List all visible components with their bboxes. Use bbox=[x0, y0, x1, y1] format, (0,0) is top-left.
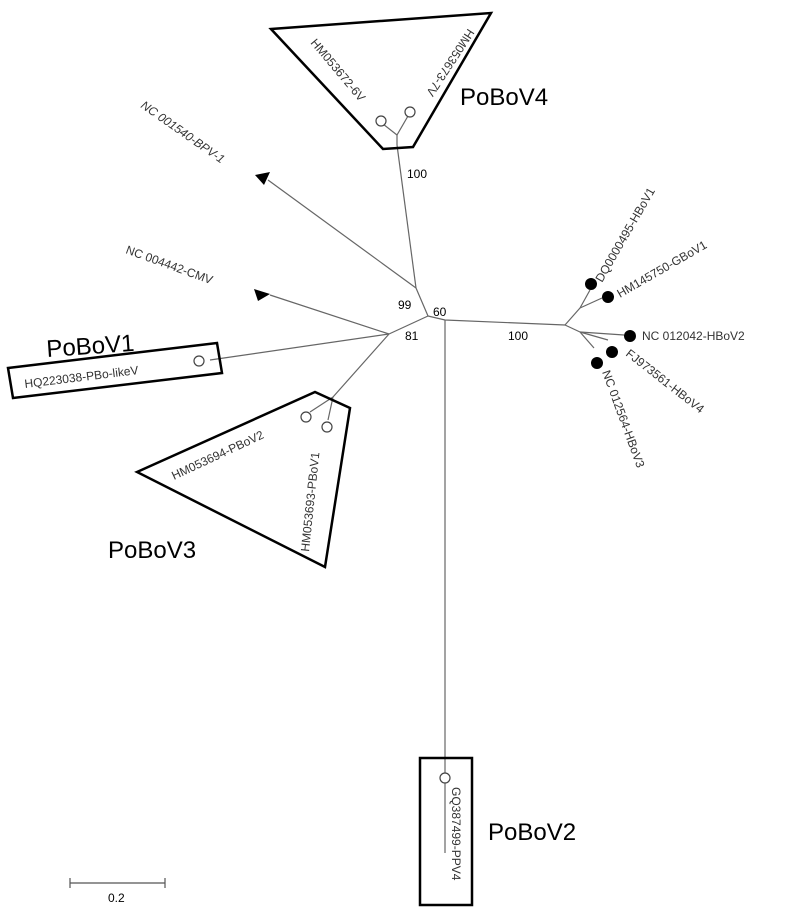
branch-pobov1 bbox=[209, 333, 390, 361]
filled-circle-icon bbox=[585, 278, 597, 290]
branch-hm053673 bbox=[396, 115, 409, 136]
branch-hbov-upper bbox=[564, 307, 581, 326]
branch-pobov4 bbox=[396, 144, 417, 289]
branch-nc012042 bbox=[579, 331, 625, 336]
filled-triangle-icon bbox=[254, 289, 270, 301]
scale-bar-label: 0.2 bbox=[108, 891, 125, 905]
branch-dq0000495 bbox=[579, 289, 591, 309]
bootstrap-pobov4: 100 bbox=[407, 167, 427, 181]
branches bbox=[209, 115, 625, 853]
filled-circle-icon bbox=[606, 346, 618, 358]
open-circle-icon bbox=[300, 411, 312, 423]
branch-hbov bbox=[427, 315, 566, 326]
branch-node99-node60 bbox=[415, 287, 429, 317]
bootstrap-node99: 99 bbox=[398, 298, 412, 312]
filled-triangle-icon bbox=[255, 172, 270, 185]
bootstrap-node60: 60 bbox=[433, 305, 447, 319]
open-circle-icon bbox=[404, 106, 416, 118]
tip-label-hm053672: HM053672-6V bbox=[308, 36, 368, 104]
tip-label-fj973561: FJ973561-HBoV4 bbox=[623, 346, 707, 416]
open-circle-icon bbox=[193, 355, 205, 367]
pobov4-clade-outline bbox=[268, 11, 494, 151]
pobov1-clade-box bbox=[6, 341, 224, 400]
open-circle-icon bbox=[321, 421, 333, 433]
branch-pobov3 bbox=[332, 333, 390, 398]
branch-hm053672 bbox=[382, 123, 398, 136]
clade-label-pobov2: PoBoV2 bbox=[488, 819, 576, 846]
tip-label-gq387499: GQ387499-PPV4 bbox=[449, 787, 463, 881]
tip-label-nc012042: NC 012042-HBoV2 bbox=[642, 329, 745, 343]
open-circle-icon bbox=[375, 115, 387, 127]
tip-label-hm145750: HM145750-GBoV1 bbox=[615, 238, 710, 301]
clade-label-pobov4: PoBoV4 bbox=[460, 84, 548, 111]
tip-label-cmv: NC 004442-CMV bbox=[124, 243, 215, 287]
clade-label-pobov1: PoBoV1 bbox=[46, 330, 136, 363]
tip-label-hm053693: HM053693-PBoV1 bbox=[298, 451, 322, 552]
clade-label-pobov3: PoBoV3 bbox=[108, 537, 196, 564]
branch-hm145750 bbox=[579, 297, 603, 309]
branch-node81-node60 bbox=[388, 315, 429, 335]
filled-circle-icon bbox=[591, 357, 603, 369]
branch-hbov-lower bbox=[564, 324, 581, 333]
filled-circle-icon bbox=[602, 291, 614, 303]
tip-label-bpv1: NC 001540-BPV-1 bbox=[138, 98, 227, 166]
bootstrap-node81: 81 bbox=[405, 329, 419, 343]
pobov3-clade-outline bbox=[134, 390, 352, 569]
scale-bar: 0.2 bbox=[69, 878, 166, 905]
bootstrap-hbov: 100 bbox=[508, 329, 528, 343]
branch-cmv bbox=[269, 294, 390, 335]
tip-label-nc012564: NC 012564-HBoV3 bbox=[599, 368, 647, 470]
tip-label-hq223038: HQ223038-PBo-likeV bbox=[24, 363, 140, 391]
pobov2-clade-box bbox=[418, 756, 474, 907]
filled-circle-icon bbox=[624, 330, 636, 342]
branch-fj973561 bbox=[579, 331, 609, 341]
branch-nc012564 bbox=[579, 331, 595, 349]
branch-bpv1 bbox=[267, 179, 417, 289]
open-circle-icon bbox=[439, 772, 451, 784]
